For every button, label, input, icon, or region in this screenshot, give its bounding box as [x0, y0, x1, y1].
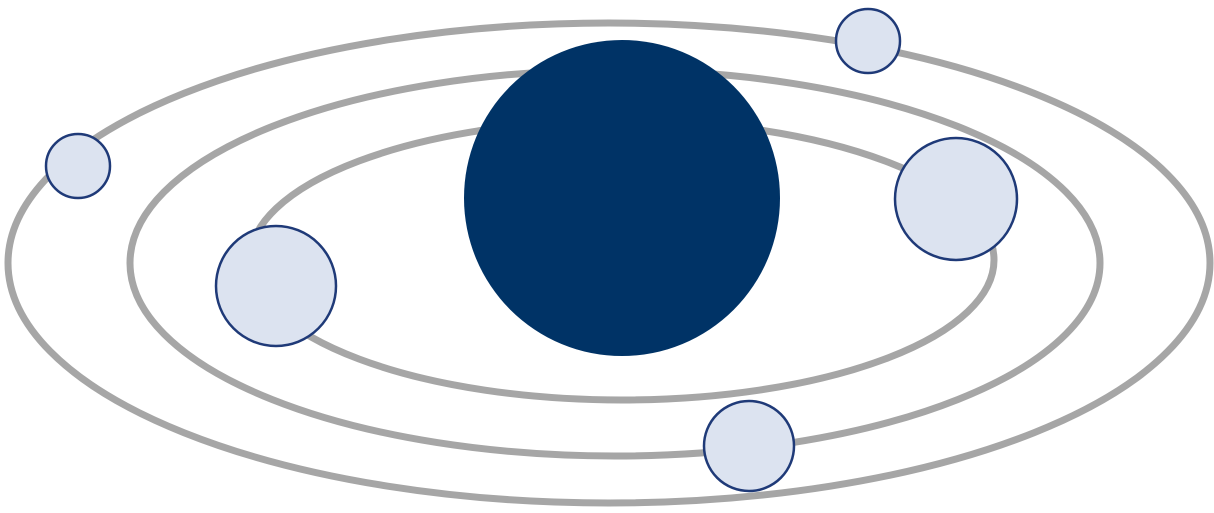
satellite-left-outer: [46, 134, 110, 198]
bodies-layer: [46, 9, 1017, 491]
satellite-top-outer: [836, 9, 900, 73]
satellite-left-inner: [216, 226, 336, 346]
central-body: [464, 40, 780, 356]
satellite-bottom-middle: [704, 401, 794, 491]
satellite-right-inner: [895, 138, 1017, 260]
